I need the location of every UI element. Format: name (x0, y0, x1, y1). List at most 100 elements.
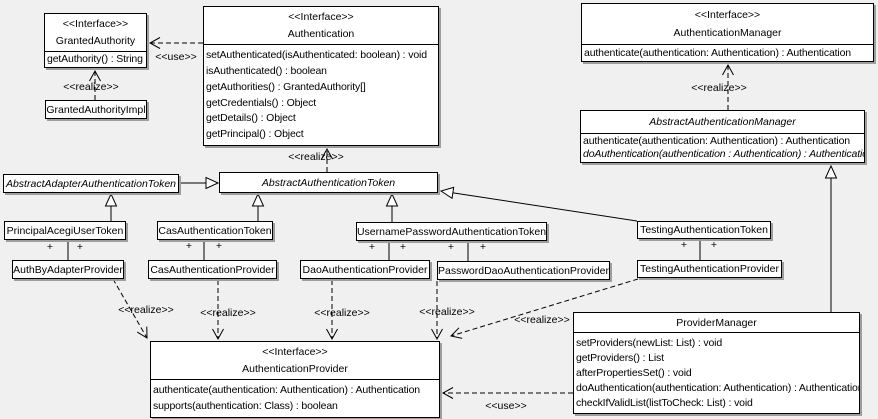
class-title: AbstractAdapterAuthenticationToken (4, 175, 178, 192)
stereotype-label: <<Interface>> (62, 18, 129, 31)
class-title: PasswordDaoAuthenticationProvider (438, 262, 609, 279)
edge-stereotype-label: <<realize>> (514, 314, 570, 326)
association-plus-label: + (46, 241, 54, 253)
methods-compartment: getAuthority() : String (45, 52, 146, 67)
class-method: doAuthentication(authentication: Authent… (576, 382, 859, 394)
stereotype-label: <<Interface>> (288, 11, 354, 24)
class-title: CasAuthenticationToken (158, 222, 272, 239)
class-box-authentication: <<Interface>> Authentication setAuthentica… (203, 6, 439, 146)
class-method: authenticate(authentication: Authenticat… (583, 136, 850, 147)
class-method: getDetails() : Object (206, 113, 296, 124)
edge-stereotype-label: <<realize>> (314, 307, 370, 319)
methods-compartment: setAuthenticated(isAuthenticated: boolea… (204, 45, 438, 145)
methods-compartment: authenticate(authentication: Authenticat… (151, 380, 439, 417)
class-box-auth-by-adapter-provider: AuthByAdapterProvider (12, 260, 124, 279)
class-name: CasAuthenticationToken (158, 224, 272, 237)
methods-compartment: authenticate(authentication: Authenticat… (581, 134, 864, 162)
class-title: CasAuthenticationProvider (149, 261, 276, 278)
class-box-granted-authority-impl: GrantedAuthorityImpl (45, 100, 147, 119)
class-box-testing-authentication-token: TestingAuthenticationToken (637, 221, 771, 239)
class-name: DaoAuthenticationProvider (302, 263, 428, 276)
class-title: TestingAuthenticationToken (638, 222, 770, 238)
class-name: AuthenticationProvider (242, 362, 348, 375)
class-method: getCredentials() : Object (206, 97, 317, 109)
class-title: AbstractAuthenticationToken (220, 173, 437, 192)
association-plus-label: + (368, 241, 376, 253)
class-method: getAuthorities() : GrantedAuthority[] (206, 81, 366, 93)
edge-generalization (439, 186, 638, 222)
edge-stereotype-label: <<realize>> (63, 81, 119, 93)
association-plus-label: + (399, 241, 407, 253)
class-title: <<Interface>> GrantedAuthority (45, 14, 146, 52)
edge-stereotype-label: <<use>> (155, 51, 197, 63)
class-box-principal-acegi-user-token: PrincipalAcegiUserToken (4, 221, 126, 240)
class-box-abstract-adapter-authentication-token: AbstractAdapterAuthenticationToken (3, 174, 179, 193)
class-title: AuthByAdapterProvider (13, 261, 123, 278)
class-box-authentication-manager: <<Interface>> AuthenticationManager authen… (581, 3, 874, 62)
class-method: authenticate(authentication: Authenticat… (153, 385, 420, 396)
class-name: CasAuthenticationProvider (150, 263, 275, 276)
class-title: DaoAuthenticationProvider (301, 261, 429, 278)
class-box-cas-authentication-provider: CasAuthenticationProvider (148, 260, 277, 279)
class-title: <<Interface>> AuthenticationManager (582, 4, 873, 45)
class-box-abstract-authentication-manager: AbstractAuthenticationManager authenticat… (580, 110, 865, 163)
edge-realize (450, 278, 639, 339)
class-method: checkIfValidList(listToCheck: List) : vo… (576, 397, 753, 409)
class-box-granted-authority: <<Interface>> GrantedAuthority getAuthorit… (44, 13, 147, 68)
class-name: PasswordDaoAuthenticationProvider (438, 264, 609, 277)
class-box-dao-authentication-provider: DaoAuthenticationProvider (300, 260, 430, 279)
association-plus-label: + (447, 241, 455, 253)
methods-compartment: authenticate(authentication: Authenticat… (582, 45, 873, 61)
class-name: AuthByAdapterProvider (13, 263, 123, 276)
class-name: AuthenticationManager (673, 26, 782, 39)
class-method: doAuthentication(authentication : Authen… (583, 149, 864, 160)
class-method: getProviders() : List (576, 352, 664, 364)
class-box-cas-authentication-token: CasAuthenticationToken (157, 221, 273, 240)
class-box-provider-manager: ProviderManager setProviders(newList: Lis… (573, 312, 860, 414)
association-plus-label: + (680, 239, 688, 251)
class-name: AbstractAdapterAuthenticationToken (5, 177, 177, 190)
class-name: GrantedAuthorityImpl (46, 103, 146, 116)
class-title: ProviderManager (574, 313, 859, 333)
class-method: getPrincipal() : Object (206, 129, 304, 140)
edge-realize (112, 278, 148, 339)
class-title: UsernamePasswordAuthenticationToken (357, 223, 546, 240)
edge-stereotype-label: <<realize>> (419, 306, 475, 318)
class-title: GrantedAuthorityImpl (46, 101, 146, 118)
association-plus-label: + (215, 240, 223, 252)
class-name: PrincipalAcegiUserToken (6, 224, 124, 237)
class-name: TestingAuthenticationToken (640, 224, 768, 236)
class-method: isAuthenticated() : boolean (206, 66, 327, 77)
association-plus-label: + (479, 241, 487, 253)
class-name: UsernamePasswordAuthenticationToken (357, 225, 546, 238)
class-method: setAuthenticated(isAuthenticated: boolea… (206, 50, 427, 61)
class-title: PrincipalAcegiUserToken (5, 222, 125, 239)
association-plus-label: + (185, 240, 193, 252)
class-title: TestingAuthenticationProvider (638, 261, 781, 277)
association-plus-label: + (710, 239, 718, 251)
class-name: GrantedAuthority (55, 34, 136, 47)
class-box-testing-authentication-provider: TestingAuthenticationProvider (637, 260, 782, 278)
class-box-abstract-authentication-token: AbstractAuthenticationToken (219, 172, 438, 193)
class-box-password-dao-authentication-provider: PasswordDaoAuthenticationProvider (437, 261, 610, 280)
edge-stereotype-label: <<realize>> (691, 82, 747, 94)
edge-stereotype-label: <<realize>> (288, 151, 344, 163)
class-name: AbstractAuthenticationToken (261, 176, 396, 189)
class-method: supports(authentication: Class) : boolea… (153, 401, 338, 412)
class-box-authentication-provider: <<Interface>> AuthenticationProvider authe… (150, 341, 440, 418)
class-title: AbstractAuthenticationManager (581, 111, 864, 134)
edge-stereotype-label: <<realize>> (200, 307, 256, 319)
stereotype-label: <<Interface>> (694, 9, 761, 22)
class-name: AbstractAuthenticationManager (649, 116, 796, 128)
edge-stereotype-label: <<realize>> (118, 304, 174, 316)
class-method: authenticate(authentication: Authenticat… (584, 47, 851, 59)
class-title: <<Interface>> AuthenticationProvider (151, 342, 439, 380)
edge-stereotype-label: <<use>> (485, 400, 527, 412)
class-name: TestingAuthenticationProvider (640, 263, 779, 275)
class-title: <<Interface>> Authentication (204, 7, 438, 45)
stereotype-label: <<Interface>> (262, 346, 328, 359)
class-method: afterPropertiesSet() : void (576, 367, 692, 379)
class-method: setProviders(newList: List) : void (576, 337, 723, 349)
class-name: Authentication (287, 27, 355, 40)
